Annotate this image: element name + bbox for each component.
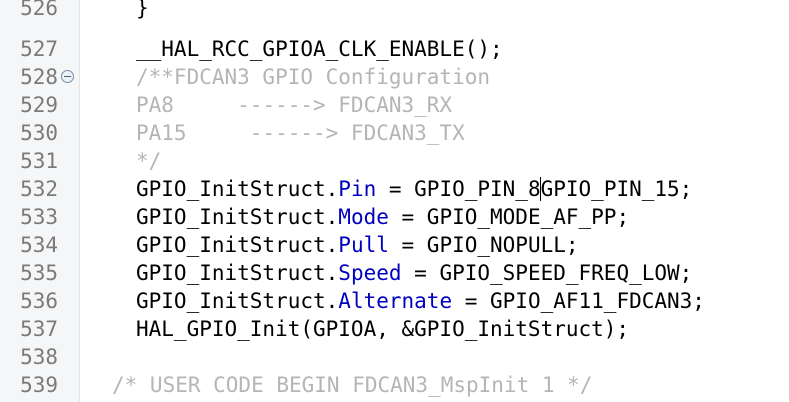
text-cursor — [540, 177, 542, 201]
code-line-526: } — [136, 0, 149, 20]
code-field: Mode — [338, 205, 389, 229]
code-field: Pin — [338, 177, 377, 201]
line-number-gutter: 526 527 528 529 530 531 532 533 534 535 … — [0, 0, 80, 402]
code-line-530: PA15 ------> FDCAN3_TX — [136, 121, 465, 145]
line-number: 539 — [20, 373, 58, 397]
code-value: = GPIO_NOPULL; — [388, 233, 579, 257]
code-line-537: HAL_GPIO_Init(GPIOA, &GPIO_InitStruct); — [136, 317, 630, 341]
code-object: GPIO_InitStruct. — [136, 261, 339, 285]
line-number: 536 — [20, 289, 58, 313]
code-value: GPIO_PIN_15; — [540, 177, 693, 201]
code-line-539: /* USER CODE BEGIN FDCAN3_MspInit 1 */ — [112, 373, 593, 397]
code-field: Alternate — [338, 289, 453, 313]
code-value: = GPIO_AF11_FDCAN3; — [452, 289, 705, 313]
code-line-534: GPIO_InitStruct.Pull = GPIO_NOPULL; — [136, 232, 579, 259]
line-number: 530 — [20, 121, 58, 145]
code-line-528: /**FDCAN3 GPIO Configuration — [136, 65, 491, 89]
line-number: 531 — [20, 149, 58, 173]
code-line-533: GPIO_InitStruct.Mode = GPIO_MODE_AF_PP; — [136, 204, 629, 231]
line-number: 534 — [20, 233, 58, 257]
code-text-area[interactable]: } __HAL_RCC_GPIOA_CLK_ENABLE(); /**FDCAN… — [80, 0, 789, 402]
line-number: 537 — [20, 317, 58, 341]
code-object: GPIO_InitStruct. — [136, 205, 339, 229]
code-object: GPIO_InitStruct. — [136, 177, 339, 201]
code-value: = GPIO_MODE_AF_PP; — [388, 205, 630, 229]
line-number: 533 — [20, 205, 58, 229]
code-object: GPIO_InitStruct. — [136, 289, 339, 313]
code-line-532: GPIO_InitStruct.Pin = GPIO_PIN_8GPIO_PIN… — [136, 176, 692, 203]
line-number: 535 — [20, 261, 58, 285]
code-line-531: */ — [136, 149, 162, 173]
code-field: Speed — [338, 261, 402, 285]
line-number: 527 — [20, 37, 58, 61]
code-value: = GPIO_SPEED_FREQ_LOW; — [401, 261, 693, 285]
collapse-icon[interactable] — [61, 70, 74, 83]
code-field: Pull — [338, 233, 389, 257]
code-line-527: __HAL_RCC_GPIOA_CLK_ENABLE(); — [136, 37, 503, 61]
code-value: = GPIO_PIN_8 — [376, 177, 541, 201]
code-line-529: PA8 ------> FDCAN3_RX — [136, 93, 453, 117]
code-object: GPIO_InitStruct. — [136, 233, 339, 257]
line-number: 528 — [20, 65, 58, 89]
code-line-535: GPIO_InitStruct.Speed = GPIO_SPEED_FREQ_… — [136, 260, 692, 287]
line-number: 529 — [20, 93, 58, 117]
line-number: 526 — [20, 0, 58, 20]
code-line-536: GPIO_InitStruct.Alternate = GPIO_AF11_FD… — [136, 288, 705, 315]
line-number: 538 — [20, 345, 58, 369]
line-number: 532 — [20, 177, 58, 201]
